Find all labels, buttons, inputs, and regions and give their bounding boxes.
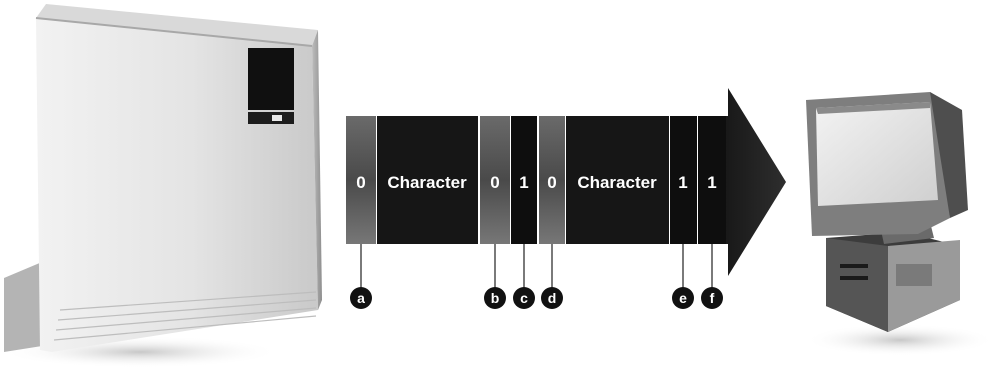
segment-label: Character	[577, 173, 657, 192]
segment-start-bit-a	[346, 116, 376, 244]
segment-stop-bit-f	[698, 116, 726, 244]
segment-start-bit-b	[480, 116, 510, 244]
segment-label: 0	[490, 173, 499, 192]
segment-label: 1	[519, 173, 528, 192]
segment-stop-bit-c	[511, 116, 537, 244]
segment-label: Character	[387, 173, 467, 192]
svg-text:b: b	[491, 290, 500, 306]
callout-marker-f: f	[701, 287, 723, 309]
svg-text:d: d	[548, 290, 557, 306]
segment-label: 1	[707, 173, 716, 192]
svg-text:e: e	[679, 290, 687, 306]
segment-stop-bit-e	[670, 116, 697, 244]
segment-label: 0	[547, 173, 556, 192]
callout-marker-d: d	[541, 287, 563, 309]
callout-marker-c: c	[513, 287, 535, 309]
segment-label: 0	[356, 173, 365, 192]
segment-start-bit-d	[539, 116, 565, 244]
svg-text:a: a	[357, 290, 365, 306]
callout-marker-e: e	[672, 287, 694, 309]
desktop-computer-icon	[805, 92, 995, 356]
segment-character-2	[566, 116, 669, 244]
segment-character-1	[377, 116, 478, 244]
svg-text:f: f	[710, 290, 715, 306]
svg-text:c: c	[520, 290, 528, 306]
bit-stream: 0 Character 0 1 0 Character 1 1	[346, 88, 786, 276]
mainframe-computer-icon	[0, 4, 322, 368]
callout-marker-b: b	[484, 287, 506, 309]
mainframe-panel-icon	[248, 48, 294, 110]
callout-markers: a b c d e f	[350, 244, 723, 309]
callout-marker-a: a	[350, 287, 372, 309]
segment-label: 1	[678, 173, 687, 192]
